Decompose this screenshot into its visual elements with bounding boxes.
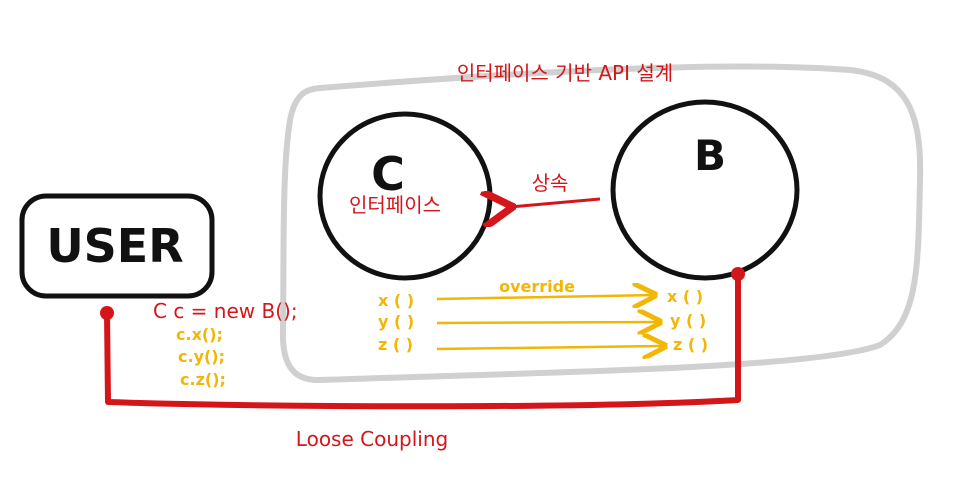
client-call: c.y();	[178, 347, 225, 366]
interface-method-list: x ( ) y ( ) z ( )	[378, 291, 414, 354]
interface-method: z ( )	[378, 335, 413, 354]
impl-node-b	[610, 99, 800, 281]
interface-method: y ( )	[378, 312, 414, 331]
client-call: c.z();	[180, 370, 226, 389]
impl-method: x ( )	[667, 287, 703, 306]
override-arrow-x	[436, 295, 655, 299]
client-code: C c = new B(); c.x(); c.y(); c.z();	[153, 299, 298, 389]
override-arrow-z	[436, 346, 665, 349]
impl-method-list: x ( ) y ( ) z ( )	[667, 287, 708, 354]
impl-connection-dot	[731, 267, 745, 281]
api-design-frame	[279, 63, 924, 384]
override-arrow-y	[436, 322, 660, 323]
override-label: override	[499, 277, 575, 296]
interface-letter: C	[371, 147, 405, 201]
interface-method: x ( )	[378, 291, 414, 310]
loose-coupling-label: Loose Coupling	[296, 427, 448, 451]
client-call: c.x();	[176, 325, 223, 344]
client-declaration: C c = new B();	[153, 299, 298, 323]
impl-method: z ( )	[673, 335, 708, 354]
user-label: USER	[46, 219, 183, 273]
impl-letter: B	[694, 131, 726, 180]
loose-coupling-connector	[104, 271, 741, 410]
diagram-title: 인터페이스 기반 API 설계	[457, 61, 673, 85]
inheritance-label: 상속	[532, 171, 569, 195]
user-box	[19, 193, 215, 299]
inheritance-arrow	[510, 199, 601, 207]
user-connection-dot	[100, 306, 114, 320]
interface-sublabel: 인터페이스	[349, 193, 441, 217]
impl-method: y ( )	[670, 311, 706, 330]
